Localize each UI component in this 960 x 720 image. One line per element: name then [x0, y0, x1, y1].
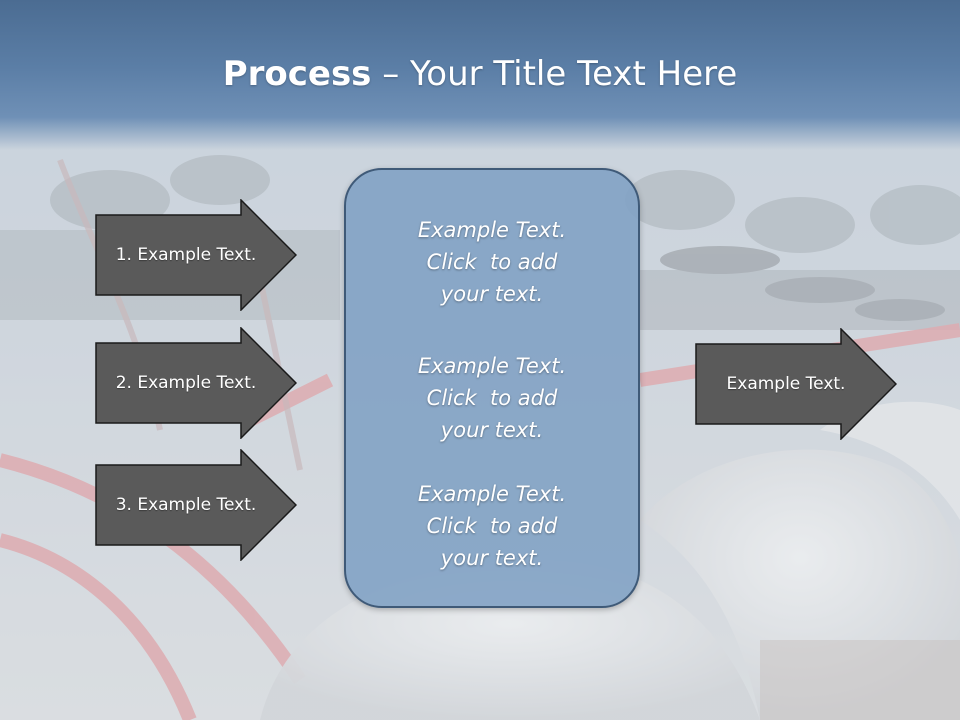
center-paragraph-1: Example Text. Click to add your text. — [346, 214, 638, 310]
center-text-box[interactable]: Example Text. Click to add your text. Ex… — [344, 168, 640, 608]
center-paragraph-3: Example Text. Click to add your text. — [346, 478, 638, 574]
title-band — [0, 0, 960, 150]
arrow-shape — [695, 328, 897, 440]
right-arrow-label: Example Text. — [726, 374, 846, 394]
para-line: Example Text. — [417, 218, 567, 242]
slide-title[interactable]: Process – Your Title Text Here — [0, 52, 960, 96]
arrow-shape — [95, 449, 297, 561]
para-line: Example Text. — [417, 482, 567, 506]
para-line: Click to add — [426, 514, 558, 538]
para-line: your text. — [440, 546, 544, 570]
left-arrow-2-label: 2. Example Text. — [115, 373, 257, 393]
left-arrow-3[interactable]: 3. Example Text. — [95, 449, 297, 561]
left-arrow-1[interactable]: 1. Example Text. — [95, 199, 297, 311]
para-line: Click to add — [426, 386, 558, 410]
arrow-shape — [95, 327, 297, 439]
left-arrow-1-label: 1. Example Text. — [115, 245, 257, 265]
right-arrow[interactable]: Example Text. — [695, 328, 897, 440]
title-rest: – Your Title Text Here — [371, 54, 738, 94]
left-arrow-3-label: 3. Example Text. — [115, 495, 257, 515]
arrow-shape — [95, 199, 297, 311]
para-line: Example Text. — [417, 354, 567, 378]
center-paragraph-2: Example Text. Click to add your text. — [346, 350, 638, 446]
para-line: your text. — [440, 418, 544, 442]
para-line: Click to add — [426, 250, 558, 274]
left-arrow-2[interactable]: 2. Example Text. — [95, 327, 297, 439]
para-line: your text. — [440, 282, 544, 306]
title-bold: Process — [222, 54, 372, 94]
